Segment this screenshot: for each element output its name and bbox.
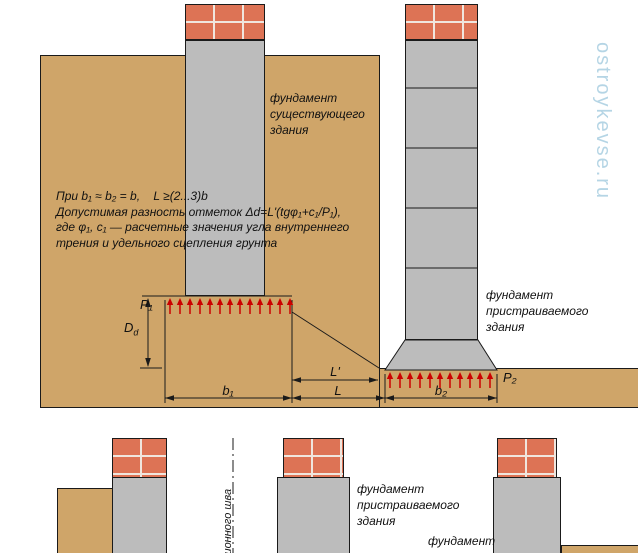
dim-label-b2: b₂ bbox=[434, 383, 448, 398]
dim-label-l-prime: L' bbox=[330, 364, 340, 379]
bottom-left-wall-bricks bbox=[112, 438, 167, 478]
bottom-middle-foundation bbox=[277, 477, 350, 553]
attached-foundation-column bbox=[405, 40, 478, 340]
existing-label-line-3: здания bbox=[270, 123, 309, 137]
formula-line-2: Допустимая разность отметок Δd=L'(tgφ₁+c… bbox=[56, 204, 342, 219]
formula-line-1: При b₁ ≈ b₂ = b, L ≥(2...3)b bbox=[56, 189, 208, 203]
existing-foundation-column bbox=[185, 40, 265, 296]
soil-mass-bottom-right bbox=[561, 545, 638, 553]
bottom-right-foundation bbox=[493, 477, 561, 553]
bottom-attached-label-line-2: пристраиваемого bbox=[357, 498, 460, 512]
existing-label-line-2: существующего bbox=[270, 107, 365, 121]
dim-label-p2: P₂ bbox=[503, 370, 517, 385]
dim-label-dd-main: D bbox=[124, 320, 134, 335]
bottom-attached-label-line-1: фундамент bbox=[357, 482, 425, 496]
expansion-joint-label: деформационного шва bbox=[222, 488, 234, 553]
attached-label-line-2: пристраиваемого bbox=[486, 304, 589, 318]
bottom-left-foundation bbox=[112, 477, 167, 553]
attached-foundation-label: фундамент пристраиваемого здания bbox=[486, 287, 588, 335]
existing-foundation-label: фундамент существующего здания bbox=[270, 90, 365, 138]
dim-label-dd: Dd bbox=[124, 320, 138, 338]
dim-label-b1: b₁ bbox=[222, 383, 234, 398]
attached-label-line-3: здания bbox=[486, 320, 525, 334]
watermark: ostroykevse.ru bbox=[592, 42, 614, 201]
bottom-right-wall-bricks bbox=[497, 438, 557, 478]
soil-mass-bottom-left bbox=[57, 488, 113, 553]
bottom-attached-label-line-3: здания bbox=[357, 514, 396, 528]
formula-line-3: где φ₁, c₁ — расчетные значения угла вну… bbox=[56, 220, 350, 234]
attached-footing bbox=[384, 339, 498, 371]
bottom-partial-foundation-label: фундамент bbox=[428, 534, 496, 548]
existing-label-line-1: фундамент bbox=[270, 91, 338, 105]
design-formula-note: При b₁ ≈ b₂ = b, L ≥(2...3)b Допустимая … bbox=[56, 189, 349, 251]
bottom-middle-wall-bricks bbox=[283, 438, 344, 478]
dim-label-l: L bbox=[334, 383, 342, 398]
existing-wall-bricks bbox=[185, 4, 265, 40]
dim-label-p1: P₁ bbox=[140, 297, 153, 312]
dim-label-dd-sub: d bbox=[133, 327, 139, 338]
attached-label-line-1: фундамент bbox=[486, 288, 554, 302]
formula-line-4: трения и удельного сцепления грунта bbox=[56, 235, 278, 250]
bottom-attached-foundation-label: фундамент пристраиваемого здания bbox=[357, 481, 459, 529]
attached-wall-bricks bbox=[405, 4, 478, 40]
